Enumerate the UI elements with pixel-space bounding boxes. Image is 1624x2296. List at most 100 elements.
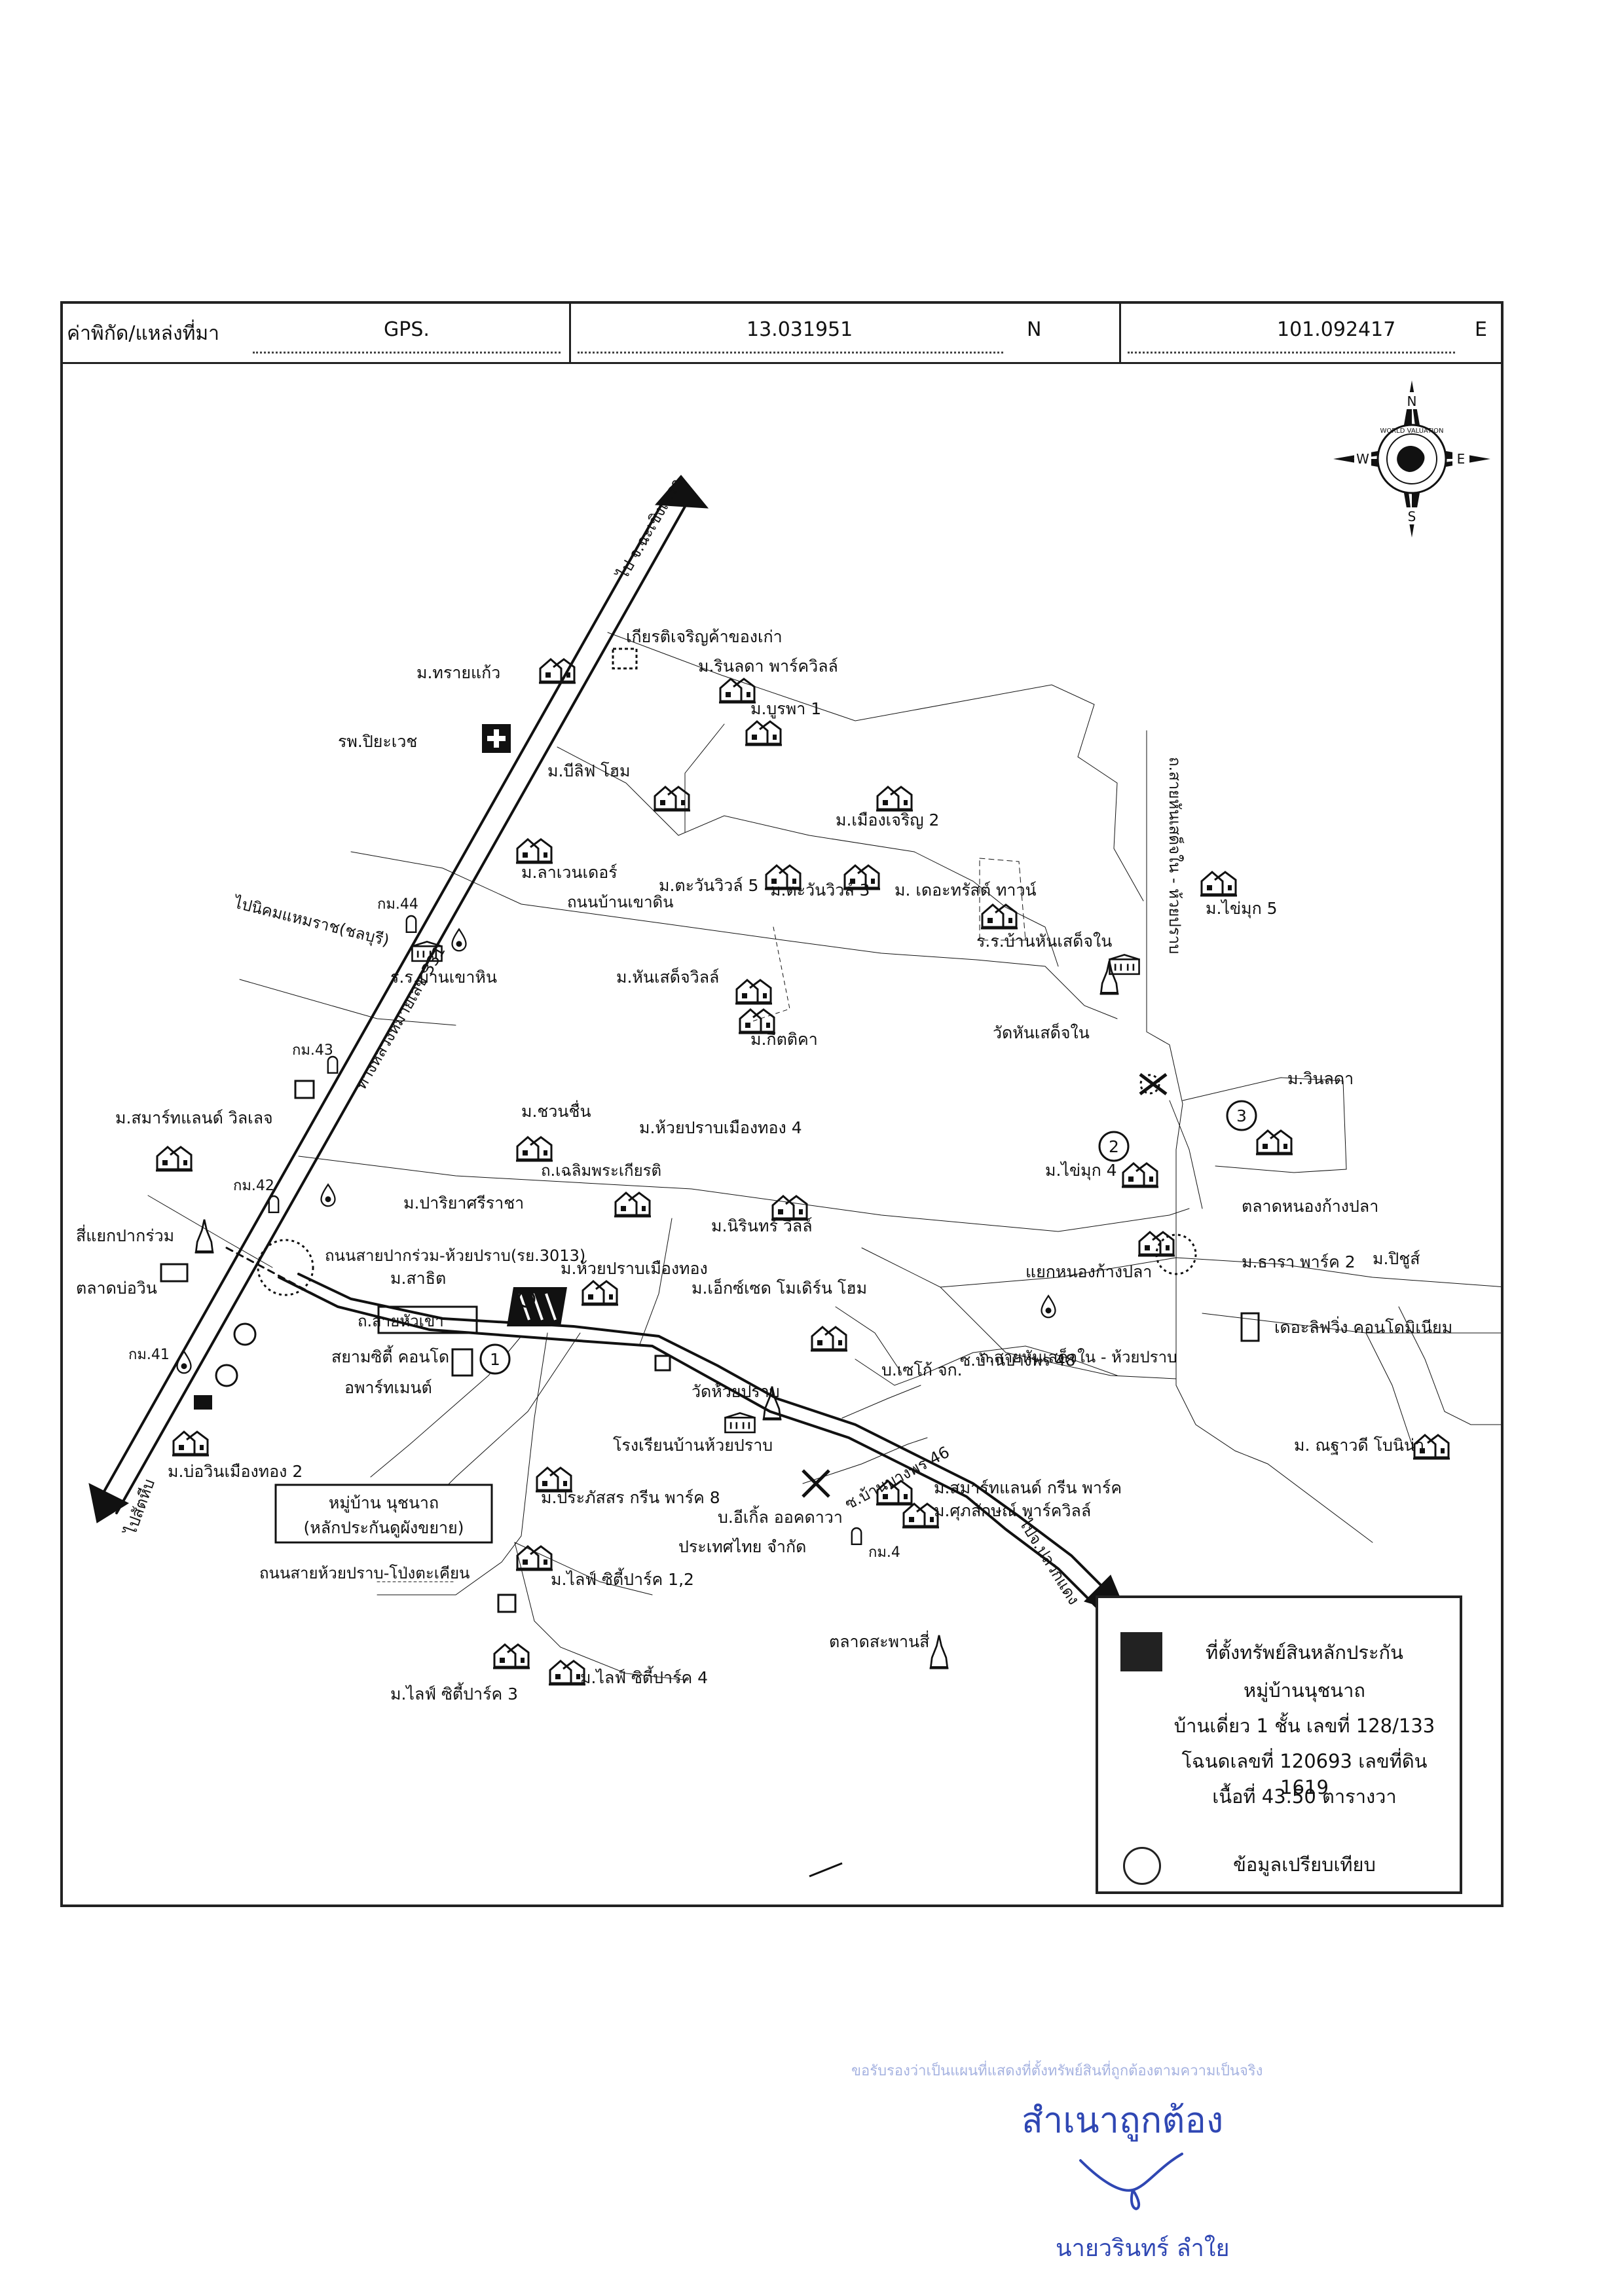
circle-2-marker [1098,1131,1130,1162]
village-box-line1: หมู่บ้าน นุชนาถ [329,1493,439,1513]
label-m-life-city3: ม.ไลฟ์ ซิตี้ปาร์ค 3 [390,1682,518,1704]
label-m-blisse: ม.บีลิฟ โฮม [547,761,630,780]
road-huaiprap-pong [377,1332,548,1595]
road-label-chaloem: ถ.เฉลิมพระเกียรติ [541,1161,661,1180]
road-nong-kang-pla-east [940,1257,1501,1288]
road-khao-din [350,851,1118,1019]
compass-e: E [1457,451,1466,467]
kmpost-icon [327,1055,339,1074]
drop-icon [320,1184,336,1207]
junction-crosses [802,1073,1168,1498]
road-to-nikhom [239,979,456,1026]
label-school-hansaed: ร.ร.บ้านหันเสด็จใน [976,931,1112,951]
comparison-legend-circle [1123,1847,1161,1885]
coordinate-bar: ค่าพิกัด/แหล่งที่มา GPS. 13.031951 N 101… [60,301,1504,364]
junction-pak-ruam-marker [257,1239,314,1296]
house-icon [980,903,1019,930]
road-exceed [638,1218,673,1347]
label-siam-city: สยามซิตี้ คอนโด [331,1345,449,1366]
dotted-line [253,352,561,354]
label-junction-pak-ruam: สี่แยกปากร่วม [76,1224,174,1245]
house-icon [171,1430,210,1457]
road-maimuk [1169,1100,1203,1209]
label-junction-nong-kang-pla: แยกหนองก้างปลา [1025,1262,1152,1281]
house-icon [580,1280,619,1306]
road-pichu [1398,1306,1501,1425]
label-m-tawan3: ม.ตะวันวิวล์ 3 [770,881,870,900]
house-icon [515,1136,554,1162]
road-rinlada [607,632,1144,902]
legend-line-1: ที่ตั้งทรัพย์สินหลักประกัน [1206,1641,1403,1664]
book-icon [294,1080,315,1099]
road-label-hua-khao: ถ.สายหัวเขา [358,1312,444,1330]
label-m-prasat-green8: ม.ประภัสสร กรีน พาร์ค 8 [541,1488,720,1507]
signpost-icon [654,1355,671,1372]
cross-hansaechin [1139,1073,1168,1095]
label-wat-huaiprap: วัดห้วยปราบ [692,1382,780,1401]
road-soi-46 [802,1437,928,1484]
road-label-huaiprap-pong: ถนนสายห้วยปราบ-โป่งตะเคียน [259,1564,470,1582]
kmpost-icon [268,1195,280,1214]
road-sai-pak-ruam [278,1276,1099,1609]
map-icons [155,647,1451,1686]
siam-city-building-icon [377,1305,478,1334]
junction-markers [257,1074,1197,1296]
circle-3-label: 3 [1236,1106,1247,1125]
arrow-to-sattahip [88,1483,130,1523]
road-label-hansaechin-vertical: ถ.สายหันเสด็จใน - ห้วยปราบ [1166,757,1185,954]
apartment-building-icon [451,1348,473,1377]
coord-longitude-cell: 101.092417 E [1121,304,1504,364]
stamp-certified-copy: สำเนาถูกต้อง [1022,2100,1224,2141]
circle-2-label: 2 [1109,1137,1119,1156]
label-m-exceed: ม.เอ็กซ์เซด โมเดิร์น โฮม [692,1278,867,1298]
label-km41: กม.41 [128,1347,170,1363]
kmpost-icon [851,1527,862,1546]
kittika-boundary [750,926,790,1023]
house-icon [1199,871,1238,897]
label-m-mueang-charoen2: ม.เมืองเจริญ 2 [836,811,939,829]
label-m-burapha1: ม.บูรพา 1 [750,699,821,719]
label-school-khao-hin: ร.ร.บ้านเขาหิน [390,968,497,987]
house-icon [155,1146,194,1172]
house-icon [515,1545,554,1571]
highway-331-inner [115,494,693,1514]
legend-line-5: เนื้อที่ 43.50 ตารางวา [1212,1785,1397,1808]
label-kiat-charoen: เกียรติเจริญค้าของเก่า [626,627,783,646]
label-m-thara2: ม.ธารา พาร์ค 2 [1242,1252,1356,1271]
road-label-hansaechin: ถ.สายหันเสด็จใน - ห้วยปราบ [980,1347,1177,1366]
road-pichu-2 [1365,1332,1412,1445]
label-m-winlada: ม.วินลดา [1287,1069,1354,1088]
label-b-sesuko: บ.เซโก้ จก. [881,1360,963,1379]
coord-latitude-cell: 13.031951 N [571,304,1121,364]
label-m-life-city4: ม.ไลฟ์ ซิตี้ปาร์ค 4 [580,1666,708,1687]
road-label-to-plaeng: ไปจ.ปลวกแดง [1015,1514,1083,1609]
village-box: หมู่บ้าน นุชนาถ (หลักประกันดูผังขยาย) [274,1484,493,1544]
drop-icon [1041,1295,1056,1319]
legend-line-2: หมู่บ้านนุชนาถ [1244,1679,1365,1702]
market-bo-win-icon [160,1263,189,1283]
collateral-marker [507,1287,567,1326]
label-apartment: อพาร์ทเมนต์ [344,1378,432,1397]
numbered-circles: 1 2 3 [479,1100,1257,1375]
label-m-nirin: ม.นิรินทร์ วิลล์ [711,1216,813,1235]
temple-icon [929,1634,950,1669]
house-icon [744,720,783,746]
label-m-pariya: ม.ปาริยาศรีราชา [403,1194,524,1212]
house-icon [1120,1162,1160,1188]
road-label-to-sattahip: ไปสัตหีบ [121,1476,158,1539]
circle-3-marker [1226,1100,1257,1131]
drop-icon [451,928,467,952]
circle-1-label: 1 [490,1350,500,1369]
label-hospital: รพ.ปิยะเวช [338,732,417,751]
road-sai-pak-ruam-2 [297,1273,1112,1596]
stray-mark [809,1862,843,1878]
label-m-bo-win2: ม.บ่อวินเมืองทอง 2 [168,1462,303,1481]
legend-line-4: โฉนดเลขที่ 120693 เลขที่ดิน 1619 [1181,1750,1428,1798]
arrow-to-chachoengsao [654,475,709,509]
drop-icon [176,1351,192,1374]
label-market-bo-win: ตลาดบ่อวิน [76,1279,157,1298]
place-labels: เกียรติเจริญค้าของเก่า ม.ทรายแก้ว ม.รินล… [76,627,1452,1704]
road-sesuko [841,1385,921,1419]
dashed-track [225,1247,326,1302]
wheel-icon [517,1290,536,1308]
